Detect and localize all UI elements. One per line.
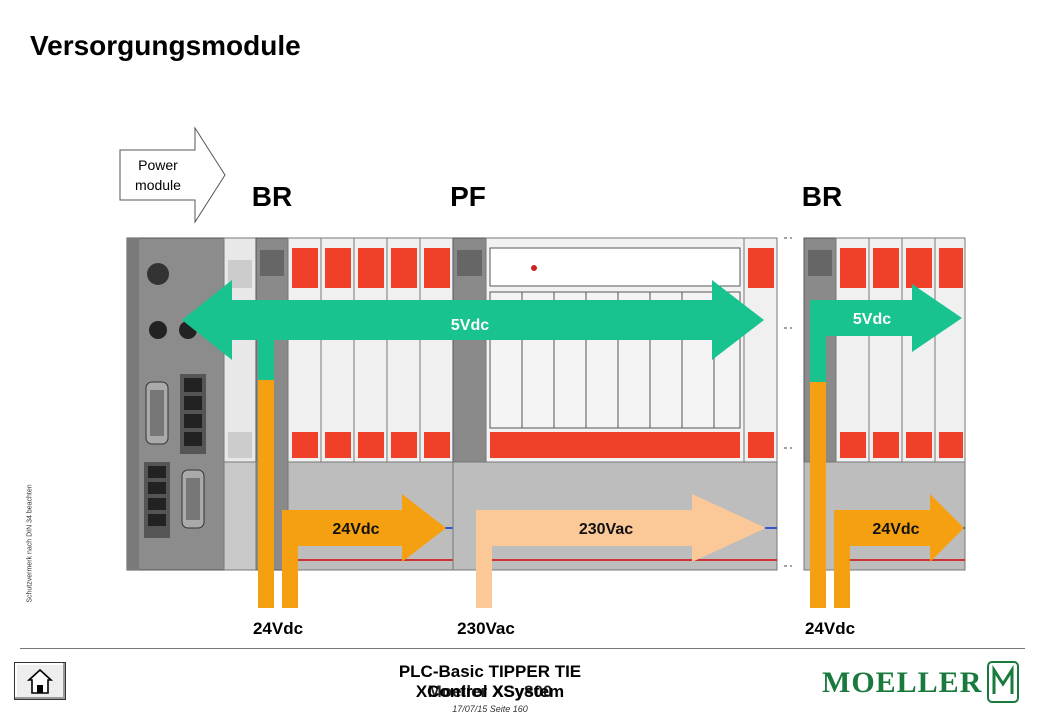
footer-course-title: PLC-Basic TIPPER TIE [398, 662, 582, 681]
moeller-emblem [987, 661, 1019, 703]
cpu-knob [147, 263, 169, 285]
arrow-24vdc-right-label: 24Vdc [872, 521, 919, 538]
arrow-5vdc-right [810, 284, 962, 352]
callout-line2: module [135, 177, 181, 193]
cpu-module [126, 237, 225, 571]
feed-bar-orange-right-a [810, 382, 826, 608]
arrow-230vac-label: 230Vac [579, 521, 633, 538]
footer-subtitle: XControl XSystem [415, 682, 565, 701]
footer-divider [20, 648, 1025, 649]
group-label-middle: PF [450, 181, 486, 212]
page-title: Versorgungsmodule [30, 30, 301, 61]
arrow-5vdc-right-label: 5Vdc [853, 311, 891, 328]
home-button[interactable] [14, 662, 66, 700]
arrow-5vdc-main-label: 5Vdc [451, 317, 489, 334]
arrow-230vac [476, 494, 766, 562]
footer-date-page: 17/07/15 Seite 160 [452, 704, 528, 714]
arrow-24vdc-right [834, 494, 964, 562]
arrow-24vdc-left [282, 494, 446, 562]
group-label-left: BR [252, 181, 292, 212]
moeller-logo: MOELLER [822, 666, 983, 699]
supply-label-middle: 230Vac [457, 619, 515, 638]
home-icon [26, 668, 54, 694]
supply-label-left: 24Vdc [253, 619, 303, 638]
power-module-callout [119, 126, 226, 224]
arrow-5vdc-main [182, 280, 764, 360]
copyright-note: Schutzvermerk nach DIN 34 beachten [26, 484, 34, 603]
feed-bar-orange-left-a [258, 380, 274, 608]
arrow-24vdc-left-label: 24Vdc [332, 521, 379, 538]
footer-subtitle-overlay: Moeller XSy800 [427, 682, 553, 701]
group-label-right: BR [802, 181, 842, 212]
callout-line1: Power [138, 157, 178, 173]
supply-label-right: 24Vdc [805, 619, 855, 638]
